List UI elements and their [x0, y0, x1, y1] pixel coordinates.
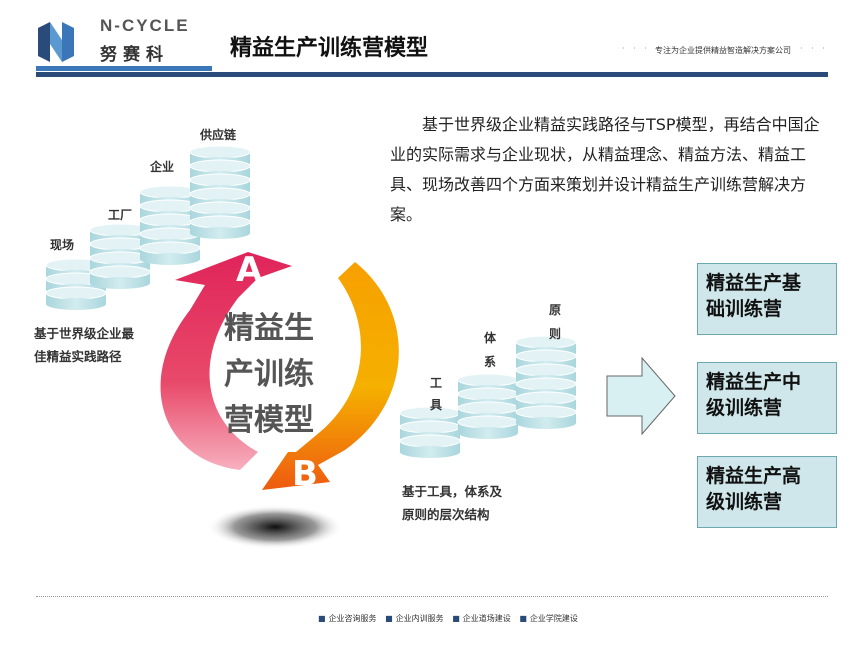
cycle-title-line2: 产训练 — [224, 357, 314, 392]
bullet-square-icon: ■ — [519, 614, 527, 623]
label-gongyinglian: 供应链 — [200, 128, 237, 142]
label-principle: 原 则 — [549, 303, 562, 341]
footer-link-consulting[interactable]: ■企业咨询服务 — [318, 614, 377, 623]
tagline-dots-right: · · · — [800, 44, 828, 53]
cycle-letter-b: B — [292, 454, 318, 494]
left-stack-gongyinglian — [189, 145, 251, 240]
intro-paragraph: 基于世界级企业精益实践路径与TSP模型，再结合中国企业的实际需求与企业现状，从精… — [390, 115, 820, 224]
footer-link-academy[interactable]: ■企业学院建设 — [519, 614, 578, 623]
footer-divider — [36, 596, 828, 597]
flow-right-arrow-icon — [606, 356, 676, 436]
mid-stack-principle — [515, 335, 577, 430]
page-title: 精益生产训练营模型 — [230, 36, 429, 61]
brand-name-cn: 努赛科 — [100, 45, 169, 65]
camp-advanced: 精益生产高 级训练营 — [697, 456, 837, 528]
brand-name-en: N-CYCLE — [100, 16, 190, 35]
label-gongchang: 工厂 — [108, 208, 133, 222]
footer-link-dojo[interactable]: ■企业道场建设 — [452, 614, 511, 623]
cycle-arrow-a — [160, 252, 292, 470]
n-cycle-logo-icon — [38, 22, 74, 62]
bullet-square-icon: ■ — [452, 614, 460, 623]
label-xianchang: 现场 — [50, 238, 75, 252]
footer-link-training[interactable]: ■企业内训服务 — [385, 614, 444, 623]
header-accent-bar — [36, 66, 212, 71]
mid-caption: 基于工具，体系及 原则的层次结构 — [402, 480, 502, 526]
mid-caption-line2: 原则的层次结构 — [402, 507, 490, 522]
mid-stack-system — [457, 373, 519, 440]
mid-caption-line1: 基于工具，体系及 — [402, 484, 503, 499]
camp-intermediate: 精益生产中 级训练营 — [697, 362, 837, 434]
label-qiye: 企业 — [150, 160, 175, 174]
camp-basic: 精益生产基 础训练营 — [697, 263, 837, 335]
left-caption-line1: 基于世界级企业最 — [34, 326, 135, 341]
bullet-square-icon: ■ — [385, 614, 393, 623]
cycle-title-line1: 精益生 — [224, 311, 314, 346]
lean-model-graphic — [45, 145, 676, 549]
header-divider — [36, 72, 828, 77]
cycle-center-title: 精益生 产训练 营模型 — [224, 306, 314, 444]
cycle-shadow — [207, 505, 343, 549]
tagline-dots-left: · · · — [622, 44, 650, 53]
left-caption: 基于世界级企业最 佳精益实践路径 — [34, 322, 134, 368]
header: N-CYCLE 努赛科 精益生产训练营模型 · · · 专注为企业提供精益智造解… — [0, 0, 860, 80]
cycle-letter-a: A — [236, 250, 263, 290]
label-tool: 工 具 — [430, 376, 443, 412]
cycle-title-line3: 营模型 — [224, 403, 314, 438]
footer-links: ■企业咨询服务 ■企业内训服务 ■企业道场建设 ■企业学院建设 — [318, 613, 584, 624]
cycle-arrow-b — [262, 262, 399, 490]
bullet-square-icon: ■ — [318, 614, 326, 623]
label-system: 体 系 — [484, 331, 497, 369]
left-caption-line2: 佳精益实践路径 — [34, 349, 122, 364]
company-tagline: 专注为企业提供精益智造解决方案公司 — [655, 46, 791, 55]
